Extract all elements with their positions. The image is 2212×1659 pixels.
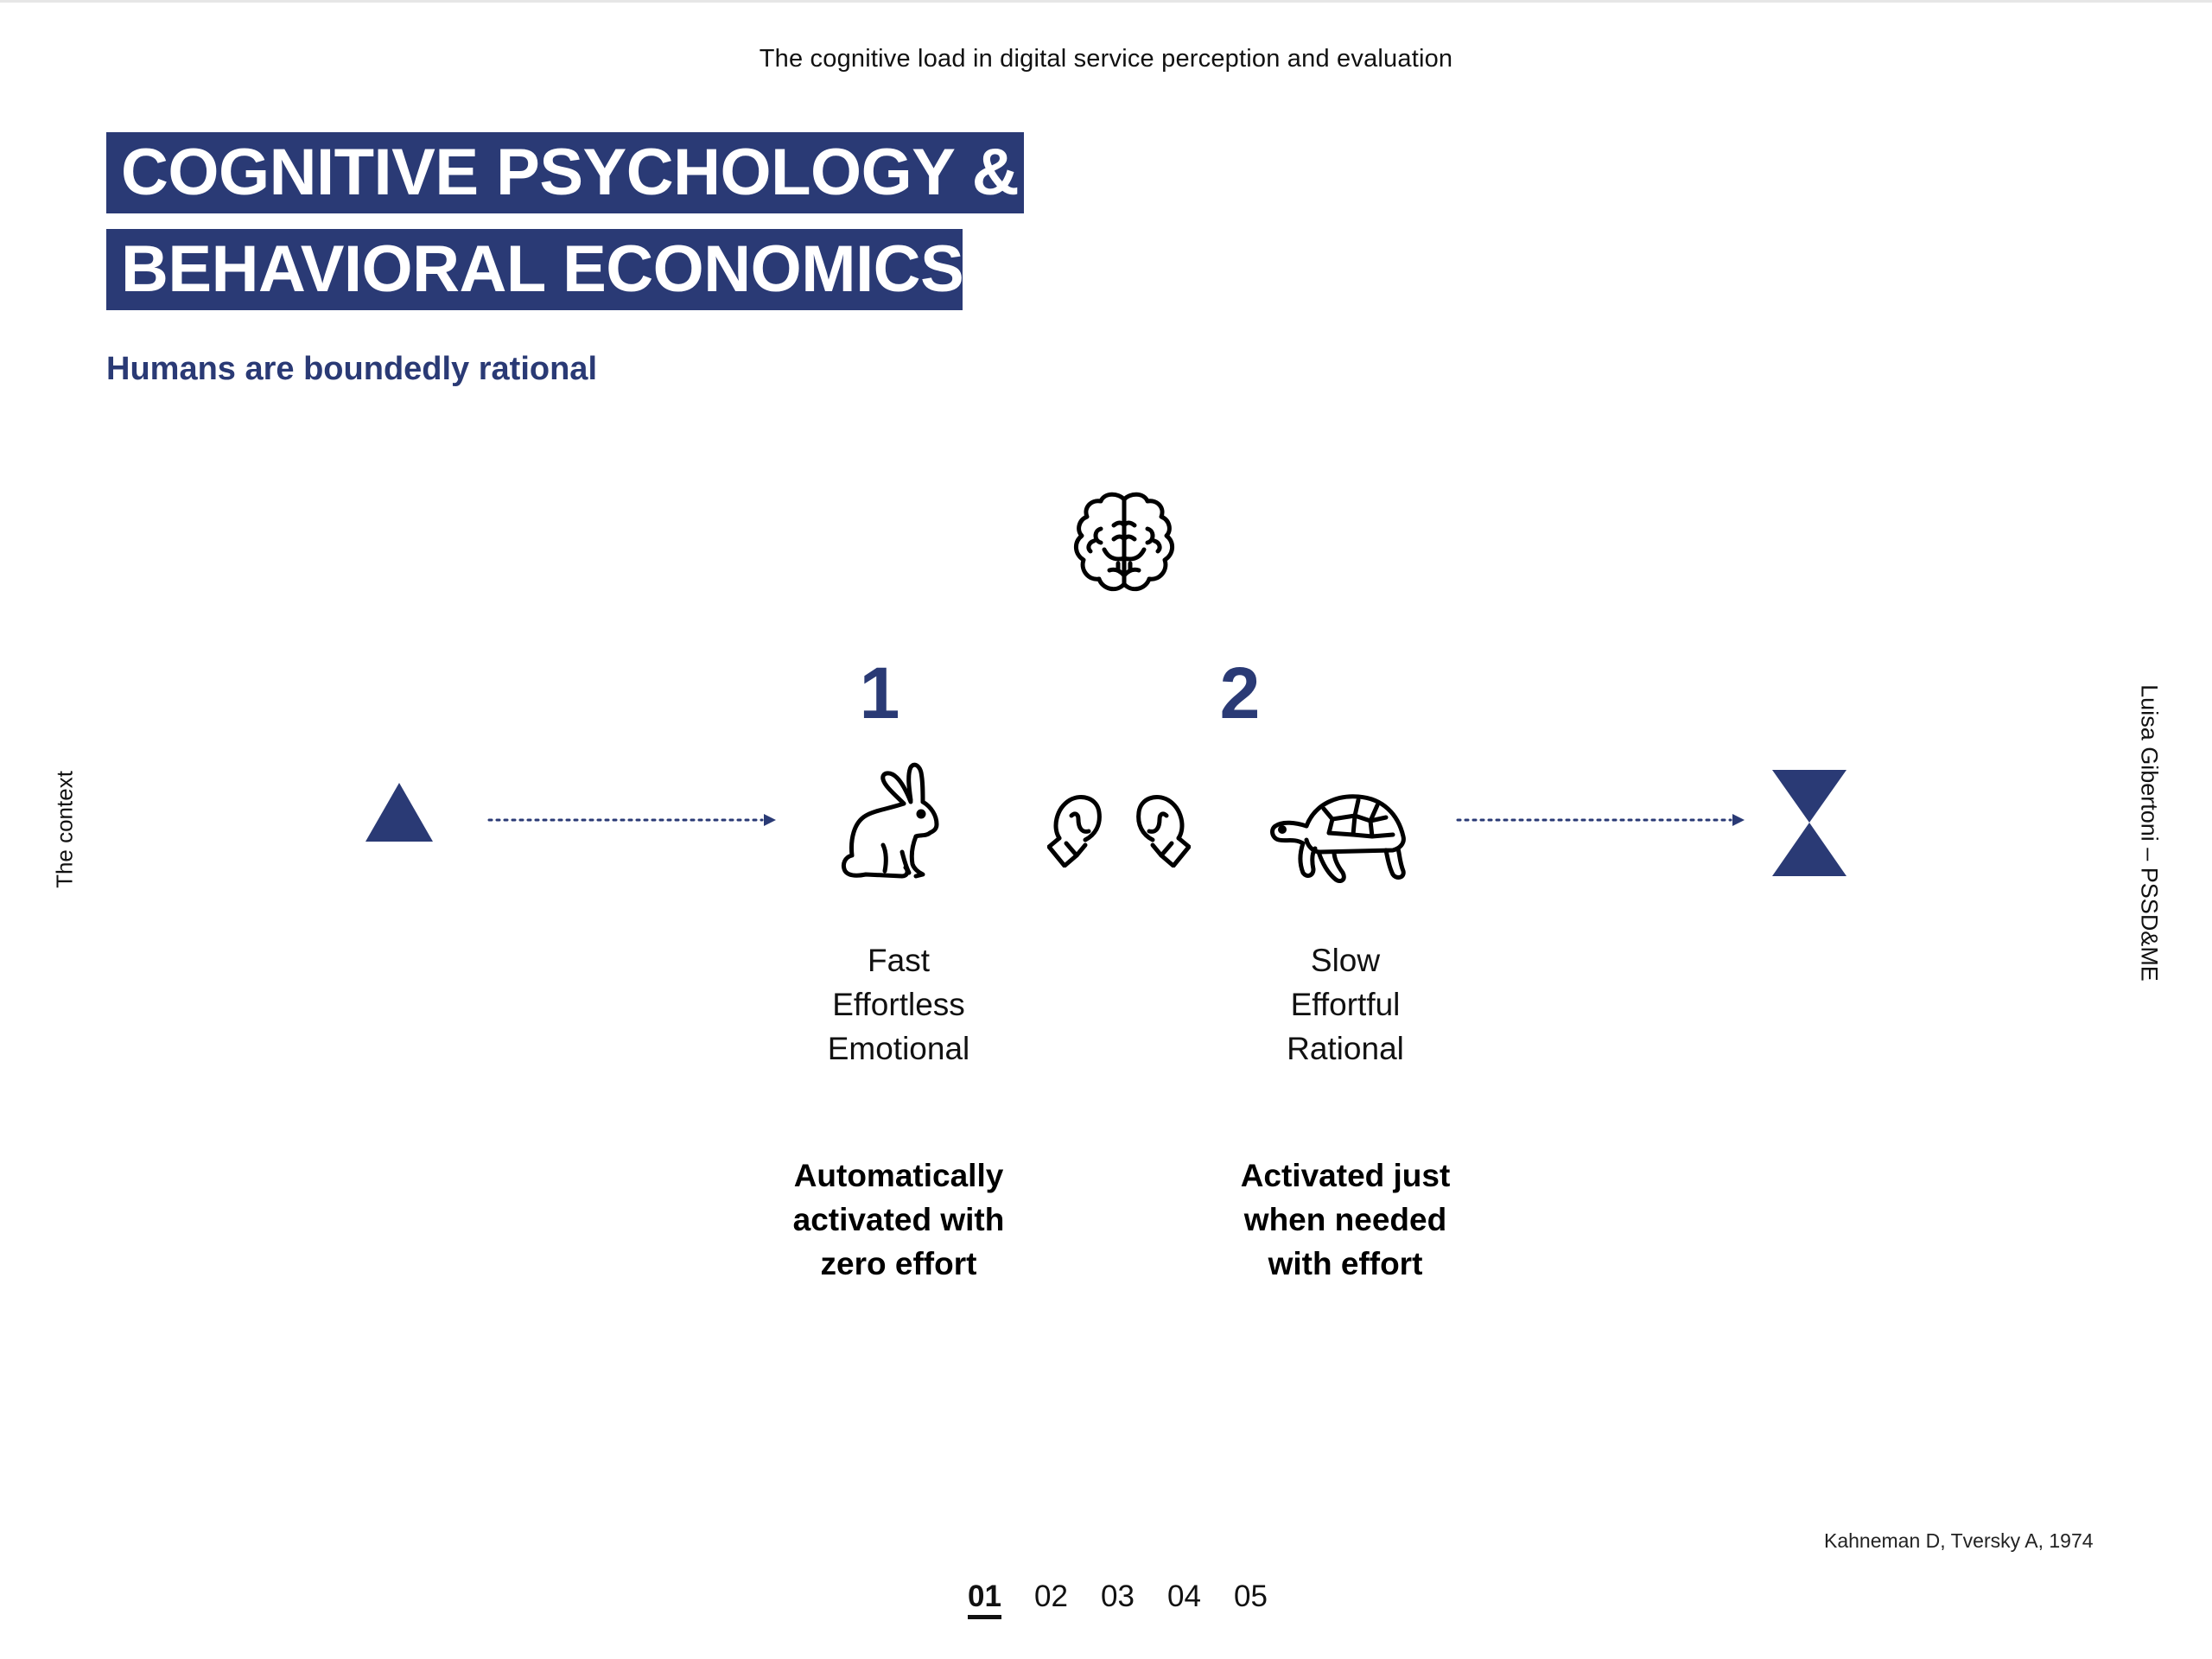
trait: Effortless (832, 987, 965, 1022)
trait: Emotional (827, 1031, 970, 1066)
description-line: activated with (792, 1202, 1005, 1237)
hourglass-icon (1772, 770, 1847, 876)
description-line: zero effort (820, 1246, 977, 1281)
description-line: with effort (1268, 1246, 1423, 1281)
pagination: 01 02 03 04 05 (968, 1578, 1300, 1619)
triangle-icon (365, 783, 433, 842)
turtle-icon (1270, 794, 1406, 883)
page-link-04[interactable]: 04 (1167, 1580, 1201, 1613)
system-2-description: Activated just when needed with effort (1173, 1154, 1518, 1286)
trait: Slow (1310, 943, 1381, 978)
section-label: The context (51, 771, 78, 888)
dotted-arrow-icon (1456, 814, 1745, 826)
page-link-02[interactable]: 02 (1034, 1580, 1068, 1613)
page-link-05[interactable]: 05 (1234, 1580, 1268, 1613)
system-2-traits: Slow Effortful Rational (1190, 938, 1501, 1071)
dotted-arrow-icon (487, 814, 776, 826)
brain-icon (1074, 492, 1174, 592)
page-link-01[interactable]: 01 (968, 1578, 1034, 1619)
author-label: Luisa Gibertoni – PSSD&ME (2136, 684, 2163, 982)
system-1-traits: Fast Effortless Emotional (743, 938, 1054, 1071)
slide-title-line-1: COGNITIVE PSYCHOLOGY & (106, 132, 1024, 213)
slide-title-line-2: BEHAVIORAL ECONOMICS (106, 229, 964, 310)
slide-subtitle: Humans are boundedly rational (106, 351, 597, 387)
system-1-description: Automatically activated with zero effort (726, 1154, 1071, 1286)
description-line: Automatically (793, 1158, 1004, 1193)
system-2-number: 2 (1219, 652, 1261, 734)
presentation-title: The cognitive load in digital service pe… (759, 45, 1453, 73)
system-1-number: 1 (859, 652, 900, 734)
rabbit-icon (841, 762, 939, 879)
trait: Rational (1287, 1031, 1404, 1066)
citation: Kahneman D, Tversky A, 1974 (1824, 1529, 2094, 1552)
top-divider (0, 0, 2212, 3)
trait: Fast (868, 943, 930, 978)
description-line: when needed (1243, 1202, 1447, 1237)
trait: Effortful (1290, 987, 1401, 1022)
page-link-03[interactable]: 03 (1101, 1580, 1135, 1613)
boxing-gloves-icon (1047, 795, 1191, 868)
description-line: Activated just (1240, 1158, 1451, 1193)
